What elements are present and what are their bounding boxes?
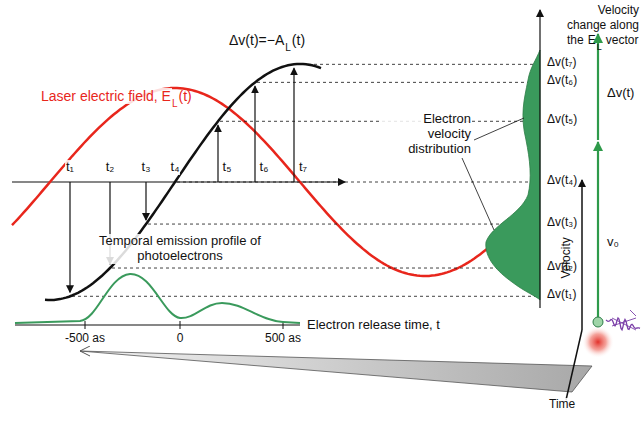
text-label: Δv(t₃)	[546, 216, 578, 230]
text-label: Δv(t)=−A	[228, 32, 285, 48]
text-label: L	[284, 42, 292, 54]
tick	[85, 321, 86, 329]
initial-velocity-arrow	[597, 142, 599, 320]
text-label: t₆	[259, 160, 270, 175]
text-label: Δv(t₇)	[546, 56, 577, 70]
text-label: Electron release time, t	[306, 318, 441, 333]
electron	[593, 317, 603, 327]
leader-line	[474, 118, 524, 140]
text-label: Temporal emission profile of photoelectr…	[89, 234, 271, 264]
text-label: 500 as	[264, 332, 302, 346]
text-label: Velocity	[560, 236, 574, 279]
text-label: vector	[605, 34, 640, 48]
text-label: t₂	[105, 160, 116, 175]
text-label: E	[587, 34, 597, 48]
time-wedge	[80, 351, 592, 392]
streak-arrow	[254, 86, 255, 182]
ionization-spot	[582, 326, 614, 358]
text-label: t₇	[298, 160, 308, 175]
text-label: Time	[548, 398, 576, 412]
text-label: L	[596, 42, 603, 52]
wedge-arrow	[80, 346, 90, 356]
time-arrow	[566, 330, 582, 400]
text-label: v₀	[606, 235, 620, 250]
text-label: Δv(t₄)	[546, 174, 578, 188]
streak-arrow	[145, 182, 146, 220]
text-label: Velocity	[597, 4, 640, 18]
streak-arrow	[69, 182, 70, 292]
projection-line	[177, 182, 540, 183]
time-axis	[15, 324, 300, 325]
text-label: t₃	[141, 160, 152, 175]
text-label: -500 as	[64, 332, 106, 346]
tick	[180, 321, 181, 329]
projection-line	[296, 64, 540, 65]
text-label: (t)	[291, 32, 306, 48]
text-label: Δv(t₅)	[546, 113, 578, 127]
text-label: t₄	[170, 160, 181, 175]
text-label: Δv(t)	[606, 86, 635, 101]
laser-squiggle	[612, 310, 636, 330]
text-label: Δv(t₆)	[546, 74, 578, 88]
text-label: Δv(t₁)	[546, 288, 577, 302]
projection-line	[112, 268, 540, 269]
velocity-arrow	[581, 180, 583, 330]
text-label: (t)	[178, 88, 193, 104]
velocity-distribution	[486, 50, 540, 300]
streak-arrow	[217, 125, 218, 182]
streak-arrow	[293, 68, 294, 182]
text-label: Electron velocity distribution	[380, 112, 472, 157]
text-label: t₁	[65, 160, 75, 175]
text-label: L	[171, 98, 179, 110]
text-label: t₅	[222, 160, 233, 175]
leader-line	[462, 158, 494, 230]
text-label: Laser electric field, E	[40, 88, 172, 104]
emission-profile	[15, 274, 300, 323]
text-label: change along	[566, 19, 640, 33]
projection-line	[72, 296, 540, 297]
projection-line	[257, 82, 540, 83]
curves	[12, 64, 540, 300]
projection-line	[148, 224, 540, 225]
text-label: 0	[176, 332, 185, 346]
text-label: the	[566, 34, 585, 48]
laser-pulse	[606, 310, 640, 330]
velocity-axis	[539, 10, 540, 308]
